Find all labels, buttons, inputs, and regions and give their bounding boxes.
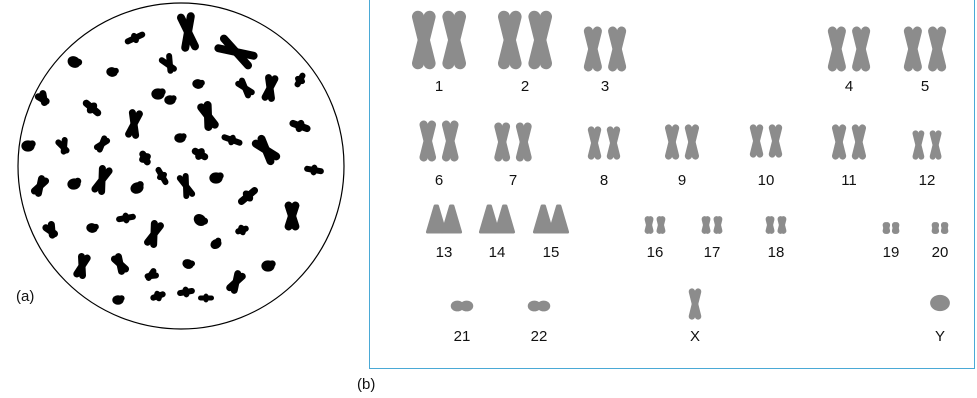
karyotype-label-1: 1 (419, 78, 459, 95)
karyotype-pair-21 (451, 301, 473, 312)
karyotype-label-7: 7 (493, 172, 533, 189)
karyotype-pair-11 (831, 124, 867, 161)
karyotype-label-5: 5 (905, 78, 945, 95)
karyotype-label-4: 4 (829, 78, 869, 95)
karyotype-label-8: 8 (584, 172, 624, 189)
karyotype-label-9: 9 (662, 172, 702, 189)
karyotype-label-13: 13 (424, 244, 464, 261)
karyotype-pair-18 (765, 216, 787, 235)
karyotype-pair-8 (587, 126, 621, 161)
karyotype-label-21: 21 (442, 328, 482, 345)
karyotype-pair-22 (528, 301, 550, 312)
karyotype-pair-9 (664, 124, 700, 161)
panel-b-label: (b) (357, 376, 375, 393)
karyotype-label-22: 22 (519, 328, 559, 345)
karyotype-label-15: 15 (531, 244, 571, 261)
karyotype-pair-16 (644, 216, 666, 235)
karyotype-pair-3 (583, 26, 627, 73)
karyotype-label-16: 16 (635, 244, 675, 261)
karyotype-pair-7 (493, 122, 532, 163)
karyotype-pair-17 (701, 216, 723, 235)
karyotype-pair-2 (497, 9, 554, 70)
karyotype-label-3: 3 (585, 78, 625, 95)
karyotype-pair-4 (827, 26, 871, 73)
karyotype-label-12: 12 (907, 172, 947, 189)
karyotype-label-19: 19 (871, 244, 911, 261)
karyotype-pair-12 (912, 130, 942, 161)
karyotype-label-11: 11 (829, 172, 869, 189)
karyotype-pair-6 (419, 120, 460, 163)
karyotype-label-2: 2 (505, 78, 545, 95)
karyotype-pair-13 (427, 206, 460, 232)
karyotype-pair-x (688, 288, 702, 321)
karyotype-chromosomes (411, 9, 950, 320)
karyotype-label-18: 18 (756, 244, 796, 261)
karyotype-pair-14 (480, 206, 513, 232)
karyotype-pair-15 (534, 206, 567, 232)
karyotype-pair-19 (882, 221, 900, 234)
karyotype-pair-10 (749, 124, 783, 159)
karyotype-label-x: X (675, 328, 715, 345)
karyotype-label-17: 17 (692, 244, 732, 261)
karyotype-pair-5 (903, 26, 947, 73)
karyotype-label-y: Y (920, 328, 960, 345)
karyotype-label-10: 10 (746, 172, 786, 189)
karyotype-label-20: 20 (920, 244, 960, 261)
karyotype-pair-1 (411, 9, 468, 70)
karyotype-label-14: 14 (477, 244, 517, 261)
karyotype-pair-20 (931, 221, 949, 234)
karyotype-pair-y (930, 295, 950, 311)
karyotype-label-6: 6 (419, 172, 459, 189)
